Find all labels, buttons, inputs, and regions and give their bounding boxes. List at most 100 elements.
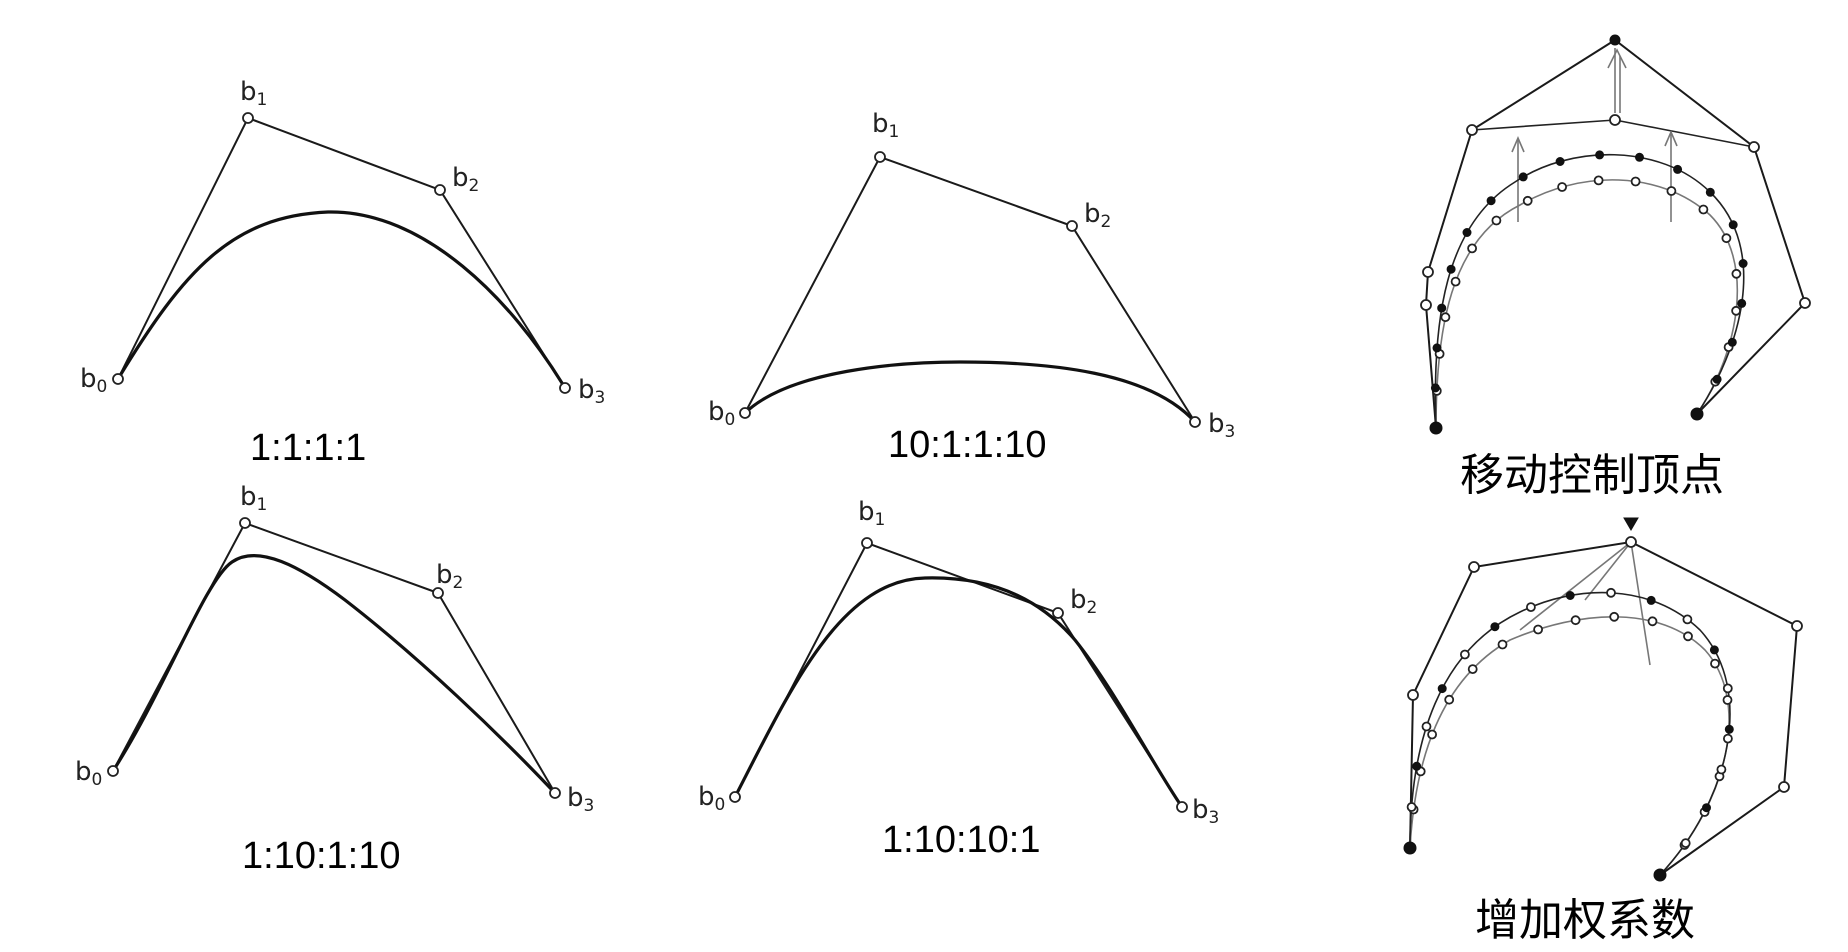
panel-caption: 移动控制顶点 [1460, 450, 1724, 501]
control-vertex [1466, 124, 1478, 136]
curve-sample-point [1555, 157, 1565, 166]
curve-sample-point [1430, 383, 1440, 393]
curve-sample-point [1557, 182, 1567, 192]
curve-sample-point [1680, 838, 1691, 848]
control-point-b0 [729, 791, 741, 803]
curve-sample-point [1490, 622, 1500, 632]
curve-sample-point [1712, 374, 1722, 384]
curve-sample-point [1427, 729, 1437, 740]
panel-caption: 1:10:10:1 [882, 819, 1040, 861]
control-point-b0 [739, 407, 751, 419]
original-curve [1409, 616, 1730, 876]
original-curve [1435, 179, 1739, 429]
curve-sample-point [1440, 312, 1451, 323]
curve-sample-point [1486, 196, 1496, 206]
curve-sample-point [1522, 195, 1533, 206]
curve-sample-point [1518, 172, 1528, 182]
label-b0: b0 [80, 364, 107, 397]
curve-sample-point [1593, 175, 1604, 186]
control-vertex [1625, 536, 1637, 548]
label-b3: b3 [1208, 409, 1235, 442]
label-b0: b0 [75, 757, 102, 790]
curve-sample-point [1421, 721, 1432, 732]
curve-sample-points [1420, 114, 1811, 396]
curve-sample-point [1497, 639, 1508, 650]
curve-sample-point [1450, 276, 1461, 287]
bezier-curve [743, 360, 1197, 424]
curve-sample-point [1467, 664, 1478, 674]
curve-sample-point [1722, 695, 1733, 705]
modified-curve [1434, 153, 1745, 429]
label-b2: b2 [452, 163, 479, 196]
control-point-b3 [1189, 416, 1201, 428]
curve-sample-point [1526, 602, 1536, 612]
curve-sample-point [1595, 150, 1605, 160]
control-point-b2 [434, 184, 446, 196]
control-point-b0 [112, 373, 124, 385]
label-b2: b2 [1070, 585, 1097, 618]
curve-sample-point [1444, 694, 1455, 705]
label-b3: b3 [1192, 795, 1219, 828]
arrow-down-icon [1623, 517, 1639, 531]
panel-caption: 1:1:1:1 [250, 427, 366, 469]
curve-sample-point [1647, 616, 1658, 627]
curve-sample-point [1460, 649, 1470, 660]
curve-sample-point [1635, 152, 1644, 162]
curve-sample-point [1446, 264, 1456, 274]
control-point-b0 [107, 765, 119, 777]
label-b1: b1 [240, 482, 267, 515]
curve-sample-point [1722, 683, 1733, 694]
control-point-b2 [1066, 220, 1078, 232]
bezier-curve [116, 210, 567, 389]
curve-sample-point [1412, 761, 1422, 771]
arrow-up-icon [1607, 48, 1627, 69]
curve-sample-point [1565, 591, 1575, 600]
curve-sample-point [1710, 658, 1720, 669]
panel-move-control-vertex: 移动控制顶点 [1420, 34, 1811, 501]
curve-sample-point [1705, 187, 1715, 197]
curve-sample-point [1630, 176, 1641, 187]
control-point-b1 [874, 151, 886, 163]
arrow-up-icon [1664, 129, 1678, 147]
weight-line [1584, 541, 1632, 601]
curve-sample-point [1731, 305, 1741, 316]
curve-sample-point [1728, 220, 1738, 230]
control-polygon [117, 116, 566, 389]
raised-vertex [1609, 34, 1621, 46]
curve-sample-point [1437, 303, 1447, 313]
panel-1-10-1-10: b0 b1 b2 b3 1:10:1:10 [75, 482, 594, 877]
label-b2: b2 [436, 560, 463, 593]
curve-sample-point [1737, 298, 1747, 308]
curve-sample-point [1683, 631, 1693, 642]
curve-sample-point [1570, 615, 1581, 626]
curve-sample-point [1491, 215, 1502, 226]
control-point-b2 [1052, 607, 1064, 619]
label-b2: b2 [1084, 199, 1111, 232]
curve-sample-point [1716, 764, 1727, 775]
curve-sample-point [1709, 645, 1719, 655]
bezier-curve [111, 553, 557, 795]
curve-sample-point [1606, 587, 1616, 598]
label-b1: b1 [858, 497, 885, 530]
curve-sample-point [1698, 204, 1709, 215]
curve-sample-point [1673, 164, 1683, 174]
end-point [1690, 407, 1704, 421]
panel-caption: 增加权系数 [1475, 895, 1695, 946]
curve-sample-points [1406, 536, 1803, 850]
curve-sample-point [1731, 268, 1742, 279]
panel-1-1-1-1: b0 b1 b2 b3 1:1:1:1 [80, 77, 605, 469]
control-point-b3 [559, 382, 571, 394]
panel-increase-weight: 增加权系数 [1403, 517, 1803, 946]
label-b0: b0 [698, 782, 725, 815]
control-point-b1 [242, 112, 254, 124]
control-vertex [1468, 561, 1480, 573]
end-point [1403, 841, 1417, 855]
control-point-b3 [549, 787, 561, 799]
weight-line [1630, 541, 1651, 666]
curve-sample-point [1462, 228, 1472, 237]
curve-sample-point [1609, 611, 1620, 622]
bezier-curve [733, 576, 1184, 808]
control-point-b2 [432, 587, 444, 599]
curve-sample-point [1406, 802, 1417, 812]
